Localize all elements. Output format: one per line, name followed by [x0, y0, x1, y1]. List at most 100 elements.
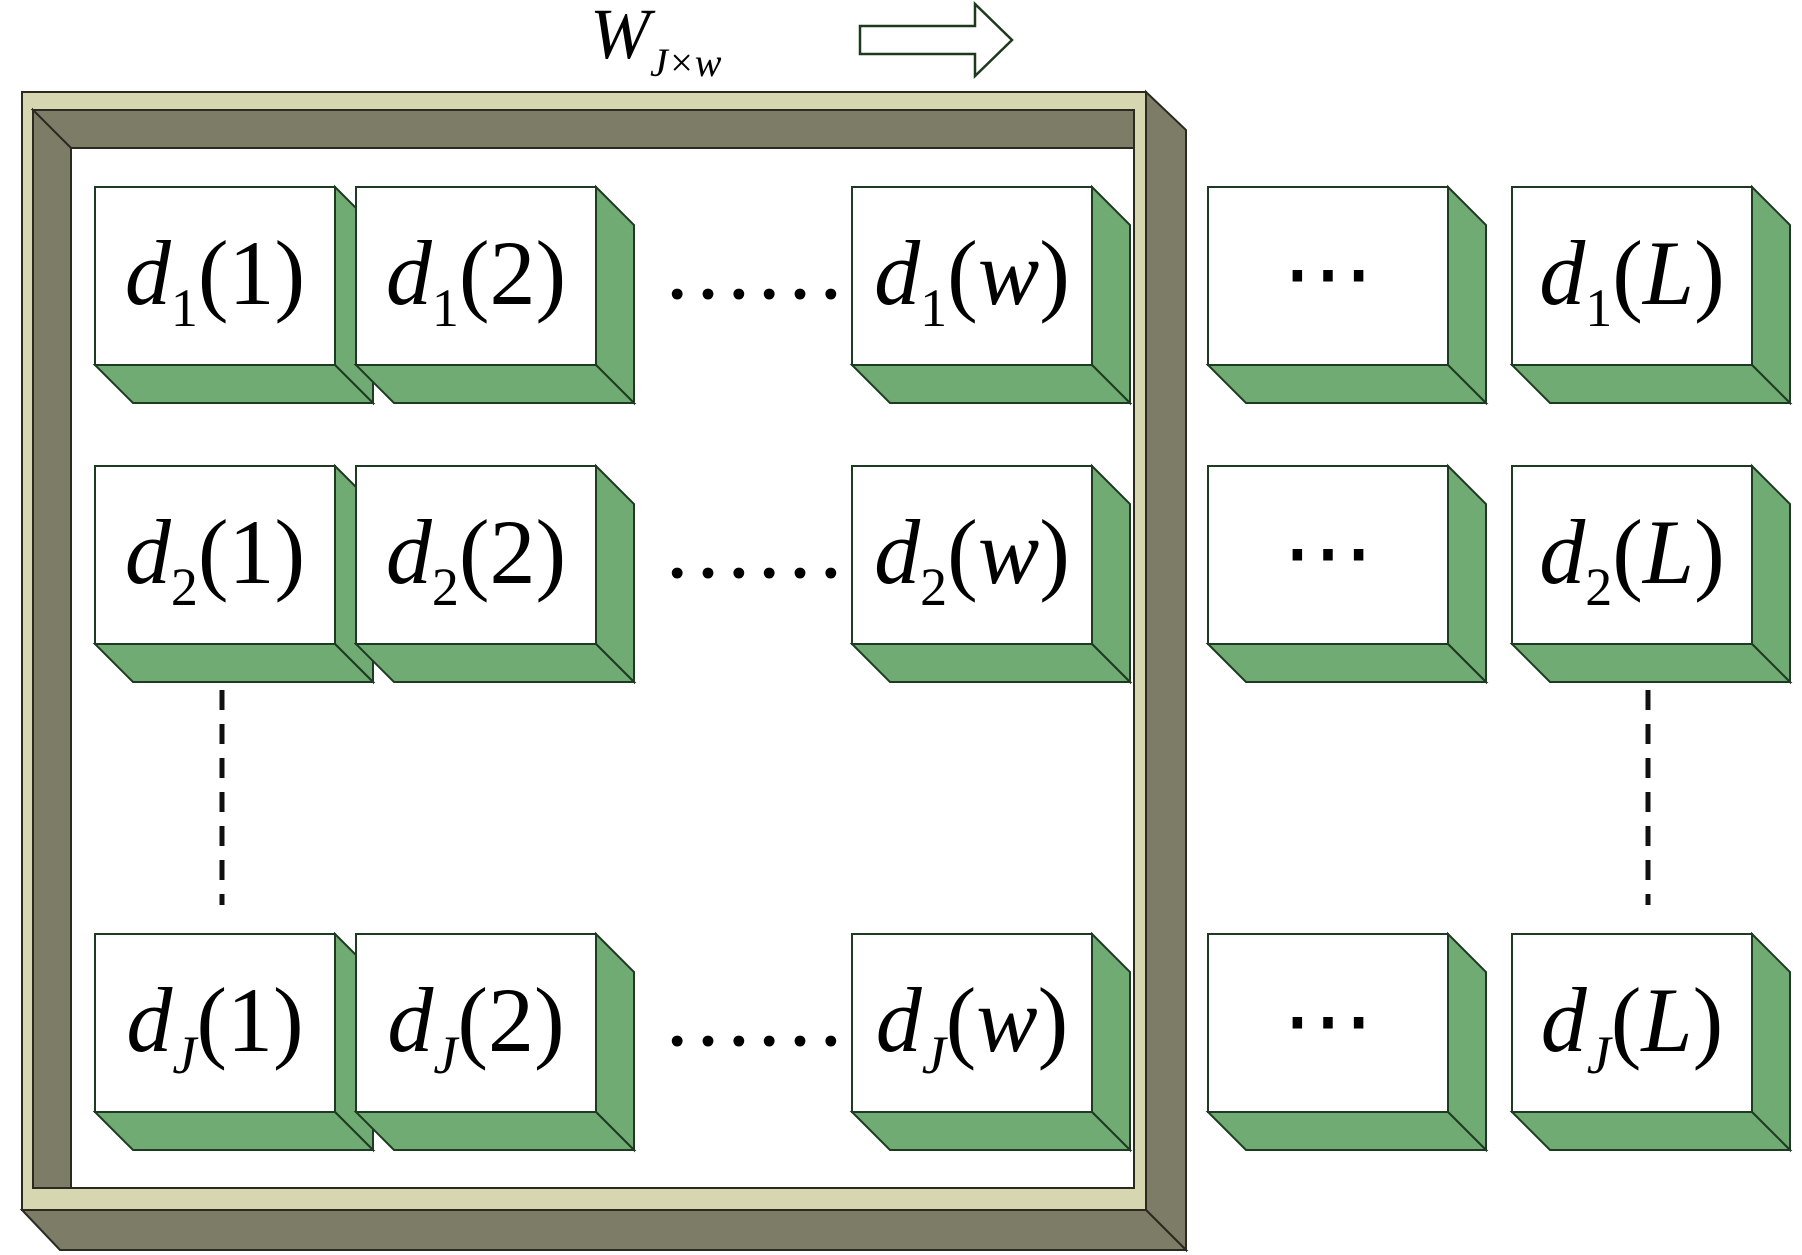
- data-cell-box: d2(w): [849, 463, 1133, 685]
- data-cell-box: dJ(L): [1509, 931, 1793, 1153]
- cell-label: d1(1): [125, 222, 305, 338]
- cell-label: dJ(w): [876, 969, 1069, 1085]
- cell-subscript: 1: [171, 278, 198, 338]
- window-label-subscript: J×w: [650, 40, 722, 85]
- cell-symbol: d: [874, 501, 921, 603]
- cell-front-face: [851, 933, 1093, 1113]
- cell-subscript: 2: [920, 557, 947, 617]
- data-cell-box: dJ(w): [849, 931, 1133, 1153]
- cell-argument: (1): [198, 501, 305, 603]
- cell-argument: (2): [459, 222, 566, 324]
- cell-bottom-face: [92, 364, 376, 404]
- cell-ellipsis: ⋯: [1282, 222, 1374, 324]
- cell-subscript: J: [433, 1025, 460, 1085]
- window-frame-right-bevel: [1145, 89, 1187, 1253]
- window-frame-left-bevel: [32, 107, 72, 1189]
- data-cell-box: d1(w): [849, 184, 1133, 406]
- cell-argument: (L): [1612, 501, 1724, 603]
- cell-label: d1(w): [874, 222, 1070, 338]
- cell-subscript: 1: [432, 278, 459, 338]
- cell-front-face: [1511, 186, 1753, 366]
- data-cell-box: d1(1): [92, 184, 376, 406]
- cell-symbol: d: [386, 501, 433, 603]
- cell-symbol: d: [1539, 222, 1586, 324]
- window-frame-top-bevel: [30, 109, 1135, 149]
- cell-bottom-face: [849, 643, 1133, 683]
- cell-subscript: 2: [432, 557, 459, 617]
- cell-label: d1(2): [386, 222, 566, 338]
- cell-front-face: [94, 465, 336, 645]
- cell-bottom-face: [1509, 1111, 1793, 1151]
- cell-label: d2(L): [1539, 501, 1724, 617]
- cell-bottom-face: [1205, 1111, 1489, 1151]
- cell-subscript: J: [922, 1025, 949, 1085]
- cell-subscript: 2: [171, 557, 198, 617]
- cell-front-face: [355, 186, 597, 366]
- cell-bottom-face: [1509, 643, 1793, 683]
- slide-direction-arrow: [858, 1, 1014, 79]
- cell-label: d2(w): [874, 501, 1070, 617]
- cell-bottom-face: [353, 364, 637, 404]
- cell-symbol: d: [126, 969, 173, 1071]
- cell-argument: (w): [947, 222, 1070, 324]
- cell-argument: (w): [946, 969, 1069, 1071]
- cell-label: dJ(2): [387, 969, 564, 1085]
- window-frame-bottom-bevel: [19, 1209, 1189, 1251]
- data-cell-box: d2(L): [1509, 463, 1793, 685]
- cell-symbol: d: [874, 222, 921, 324]
- cell-subscript: J: [1587, 1025, 1614, 1085]
- cell-bottom-face: [1205, 364, 1489, 404]
- data-cell-box: ⋯: [1205, 463, 1489, 685]
- cell-bottom-face: [849, 364, 1133, 404]
- cell-bottom-face: [353, 1111, 637, 1151]
- cell-front-face: [355, 465, 597, 645]
- cell-subscript: 1: [920, 278, 947, 338]
- data-cell-box: ⋯: [1205, 184, 1489, 406]
- window-label-symbol: W: [590, 0, 656, 74]
- ellipsis-gap: ……: [662, 963, 846, 1065]
- cell-bottom-face: [1509, 364, 1793, 404]
- cell-front-face: [851, 465, 1093, 645]
- data-cell-box: dJ(2): [353, 931, 637, 1153]
- cell-symbol: d: [1539, 501, 1586, 603]
- data-cell-box: ⋯: [1205, 931, 1489, 1153]
- cell-front-face: [1207, 465, 1449, 645]
- data-cell-box: dJ(1): [92, 931, 376, 1153]
- cell-argument: (1): [196, 969, 303, 1071]
- cell-front-face: [1207, 186, 1449, 366]
- cell-bottom-face: [1205, 643, 1489, 683]
- data-cell-grid: d1(1)d1(2)……d1(w)⋯d1(L)d2(1)d2(2)……d2(w)…: [92, 184, 1793, 1153]
- cell-label: d2(2): [386, 501, 566, 617]
- data-cell-box: d1(2): [353, 184, 637, 406]
- cell-ellipsis: ⋯: [1282, 501, 1374, 603]
- cell-front-face: [851, 186, 1093, 366]
- data-cell-box: d2(2): [353, 463, 637, 685]
- cell-argument: (2): [459, 501, 566, 603]
- cell-argument: (1): [198, 222, 305, 324]
- cell-symbol: d: [387, 969, 434, 1071]
- cell-front-face: [355, 933, 597, 1113]
- cell-symbol: d: [386, 222, 433, 324]
- cell-symbol: d: [125, 222, 172, 324]
- window-label: WJ×w: [590, 0, 722, 85]
- cell-front-face: [94, 933, 336, 1113]
- data-cell-box: d1(L): [1509, 184, 1793, 406]
- cell-front-face: [94, 186, 336, 366]
- cell-front-face: [1207, 933, 1449, 1113]
- cell-argument: (L): [1612, 222, 1724, 324]
- cell-argument: (2): [457, 969, 564, 1071]
- cell-bottom-face: [849, 1111, 1133, 1151]
- cell-label: d2(1): [125, 501, 305, 617]
- cell-bottom-face: [353, 643, 637, 683]
- cell-label: dJ(L): [1541, 969, 1723, 1085]
- cell-argument: (L): [1611, 969, 1723, 1071]
- cell-front-face: [1511, 933, 1753, 1113]
- cell-subscript: 1: [1585, 278, 1612, 338]
- cell-bottom-face: [92, 643, 376, 683]
- cell-subscript: 2: [1585, 557, 1612, 617]
- ellipsis-gap: ……: [662, 216, 846, 318]
- data-cell-box: d2(1): [92, 463, 376, 685]
- cell-symbol: d: [125, 501, 172, 603]
- cell-subscript: J: [172, 1025, 199, 1085]
